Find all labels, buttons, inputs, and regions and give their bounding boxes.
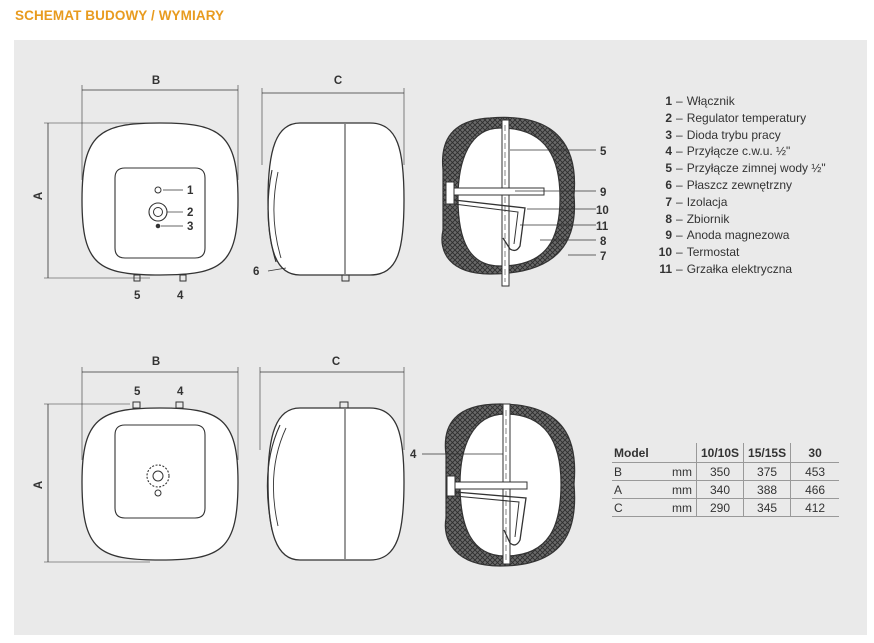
callout-9: 9 — [600, 187, 606, 199]
section-view-top — [441, 116, 596, 287]
legend-item: 9–Anoda magnezowa — [665, 228, 790, 243]
column-header-10: 10/10S — [695, 443, 744, 463]
thermostat-knob-b — [146, 464, 170, 488]
callout-4-section: 4 — [410, 449, 417, 461]
legend-item: 11–Grzałka elektryczna — [659, 261, 793, 276]
callout-10: 10 — [596, 205, 609, 217]
thermostat-bar — [453, 187, 545, 196]
front-panel-outline-b — [114, 424, 206, 519]
table-row: A mm 340 388 466 — [612, 480, 840, 499]
callout-1: 1 — [187, 185, 194, 197]
heating-element-b — [454, 491, 527, 546]
side-view-top — [261, 88, 405, 282]
callout-11: 11 — [596, 221, 609, 233]
legend-item: 1–Włącznik — [665, 94, 735, 108]
callout-4-front-b: 4 — [177, 386, 184, 398]
legend-item: 5–Przyłącze zimnej wody ½" — [665, 161, 826, 176]
side-body-outline — [267, 122, 405, 276]
thermostat-bar-b — [454, 481, 528, 490]
front-body-outline-b — [81, 407, 239, 561]
table-row: C mm 290 345 412 — [612, 498, 840, 517]
connector-hot-b — [175, 401, 184, 409]
heating-element — [453, 199, 526, 252]
legend-item: 7–Izolacja — [665, 194, 728, 209]
side-body-outline-b — [267, 407, 405, 561]
dim-a-top: A — [33, 192, 45, 200]
led-icon — [155, 223, 161, 229]
legend-item: 3–Dioda trybu pracy — [665, 127, 781, 142]
page-title: SCHEMAT BUDOWY / WYMIARY — [15, 8, 225, 23]
column-header-unit — [666, 443, 697, 463]
side-front-panel — [267, 169, 277, 263]
callout-5-front: 5 — [134, 290, 141, 302]
legend: 1–Włącznik 2–Regulator temperatury 3–Dio… — [648, 93, 826, 278]
flange-b — [446, 475, 456, 497]
dimensions-table: Model 10/10S 15/15S 30 B mm 350 375 453 … — [612, 443, 840, 517]
column-header-model: Model — [612, 443, 666, 463]
callout-8: 8 — [600, 236, 607, 248]
table-row: B mm 350 375 453 — [612, 462, 840, 481]
front-panel-outline — [114, 167, 206, 259]
connector-hot — [179, 274, 187, 282]
dim-a-bottom: A — [33, 481, 45, 489]
dim-b-top: B — [152, 75, 160, 87]
column-header-15: 15/15S — [743, 443, 791, 463]
front-body-outline — [81, 122, 239, 276]
callout-7: 7 — [600, 251, 606, 263]
dim-c-top: C — [334, 75, 342, 87]
legend-item: 10–Termostat — [658, 245, 740, 260]
callout-5-front-b: 5 — [134, 386, 141, 398]
anode-rod — [501, 119, 510, 287]
side-front-panel-b — [266, 424, 281, 531]
front-view-top — [44, 85, 239, 282]
connector-cold-b — [132, 401, 141, 409]
flange — [445, 181, 455, 205]
switch-icon-b — [154, 489, 162, 497]
dim-b-bottom: B — [152, 356, 160, 368]
table-header-row: Model 10/10S 15/15S 30 — [612, 443, 840, 463]
column-header-30: 30 — [790, 443, 840, 463]
front-view-bottom — [44, 367, 239, 563]
section-view-bottom — [422, 403, 576, 567]
side-connector — [341, 274, 350, 282]
callout-2: 2 — [187, 207, 193, 219]
side-connector-b — [339, 401, 349, 409]
callout-5-section: 5 — [600, 146, 607, 158]
legend-item: 6–Płaszcz zewnętrzny — [665, 177, 793, 192]
dim-c-bottom: C — [332, 356, 340, 368]
callout-4-front: 4 — [177, 290, 184, 302]
legend-item: 4–Przyłącze c.w.u. ½" — [665, 144, 791, 159]
callout-6: 6 — [253, 266, 259, 278]
switch-icon — [154, 186, 162, 194]
legend-item: 8–Zbiornik — [665, 211, 730, 226]
legend-item: 2–Regulator temperatury — [665, 110, 807, 125]
side-view-bottom — [259, 367, 405, 561]
callout-3: 3 — [187, 221, 193, 233]
